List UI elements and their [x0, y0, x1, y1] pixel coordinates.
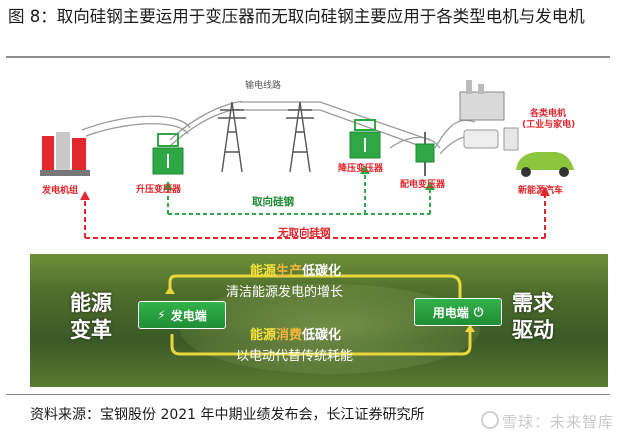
- bottom-rule: [6, 394, 610, 395]
- consumption-caption: 能源消费低碳化: [250, 328, 342, 343]
- cycle-arrows: [165, 274, 475, 356]
- figure: 发电机组 升压变压器 降压变压器 配电变压器 各类电机 (工业与家电) 新能源汽…: [30, 62, 608, 387]
- grain-oriented-arrows: [167, 172, 431, 215]
- source-note: 资料来源：宝钢股份 2021 年中期业绩发布会，长江证券研究所: [30, 407, 425, 423]
- motors-label-line2: (工业与家电): [522, 120, 576, 130]
- non-oriented-label: 无取向硅钢: [278, 227, 331, 239]
- step-down-label: 降压变压器: [338, 164, 384, 174]
- non-oriented-arrows: [84, 194, 546, 239]
- power-line-label: 输电线路: [245, 81, 282, 91]
- consumption-subline: 以电动代替传统耗能: [236, 349, 354, 364]
- ev-label: 新能源汽车: [518, 186, 564, 196]
- grain-oriented-label: 取向硅钢: [252, 196, 294, 208]
- step-up-transformer-icon: [152, 133, 184, 175]
- generator-icon: [40, 132, 90, 176]
- non-oriented-arrowheads: [80, 187, 550, 200]
- generation-side-box: ⚡ 发电端: [138, 301, 226, 329]
- energy-change-text: 能源 变革: [70, 291, 112, 342]
- watermark: 雪球：未来智库: [480, 411, 614, 432]
- step-up-label: 升压变压器: [136, 185, 182, 195]
- figure-title: 图 8：取向硅钢主要运用于变压器而无取向硅钢主要应用于各类型电机与发电机: [8, 7, 585, 26]
- factory-icon: [459, 80, 505, 121]
- demand-driven-text: 需求 驱动: [512, 291, 554, 342]
- ev-car-icon: [516, 152, 574, 177]
- production-subline: 清洁能源发电的增长: [226, 285, 344, 300]
- production-caption: 能源生产低碳化: [250, 264, 342, 279]
- grid-diagram-svg: [40, 80, 574, 239]
- grid-diagram: 发电机组 升压变压器 降压变压器 配电变压器 各类电机 (工业与家电) 新能源汽…: [30, 62, 608, 254]
- plug-icon: ⏻: [473, 304, 484, 319]
- tower-icon: [218, 101, 314, 173]
- consumption-side-box: 用电端 ⏻: [414, 298, 502, 326]
- grain-oriented-arrowheads: [163, 165, 435, 190]
- generator-label: 发电机组: [42, 186, 79, 196]
- distribution-transformer-icon: [415, 132, 435, 176]
- power-tower-icon: ⚡: [157, 308, 166, 322]
- step-down-transformer-icon: [349, 119, 381, 159]
- energy-transition-panel: 能源 变革 需求 驱动 ⚡ 发电端 用电端 ⏻ 能源生产低碳化 清洁能源发电的增…: [30, 254, 608, 387]
- motors-label-line1: 各类电机: [530, 109, 567, 119]
- distribution-label: 配电变压器: [400, 180, 446, 190]
- top-rule: [6, 56, 610, 58]
- snowball-icon: [480, 411, 499, 429]
- appliance-icon: [463, 127, 519, 151]
